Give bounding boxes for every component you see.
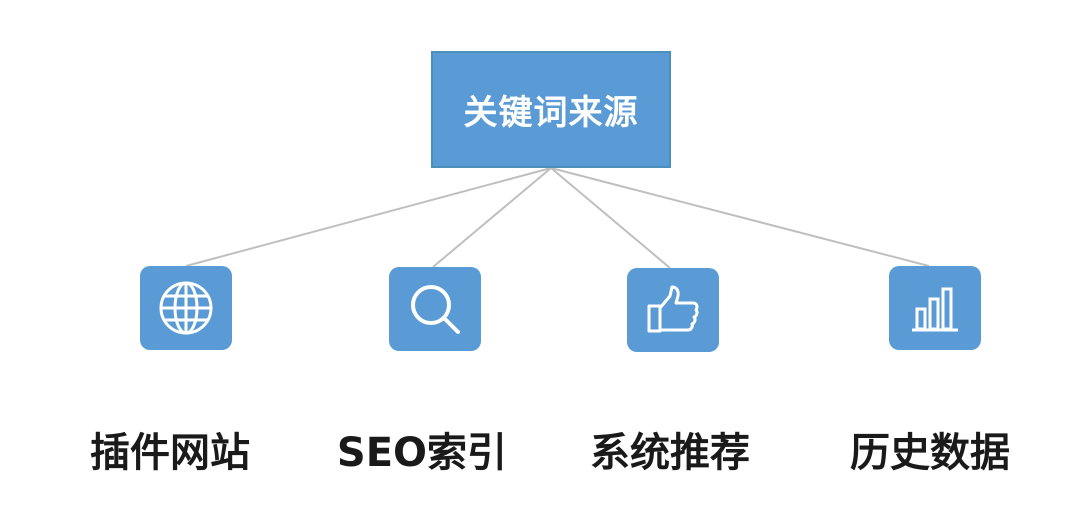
connector-thumbs-up [550, 167, 671, 269]
root-node: 关键词来源 [431, 51, 671, 168]
root-node-label: 关键词来源 [463, 93, 639, 133]
bar-chart-icon [912, 287, 958, 332]
globe-icon [159, 281, 213, 335]
globe-node [140, 266, 232, 350]
thumbs-up-icon [647, 285, 699, 333]
label-history-data: 历史数据 [850, 430, 1010, 476]
label-seo-index: SEO索引 [336, 430, 508, 476]
thumbs-up-node [627, 268, 719, 352]
search-icon [411, 285, 460, 334]
label-plugin-sites: 插件网站 [90, 430, 250, 476]
connector-globe [185, 167, 552, 267]
connector-search [432, 167, 552, 268]
bar-chart-node [889, 266, 981, 350]
connector-bar-chart [550, 167, 930, 267]
search-node [389, 267, 481, 351]
label-system-recommend: 系统推荐 [590, 430, 750, 476]
